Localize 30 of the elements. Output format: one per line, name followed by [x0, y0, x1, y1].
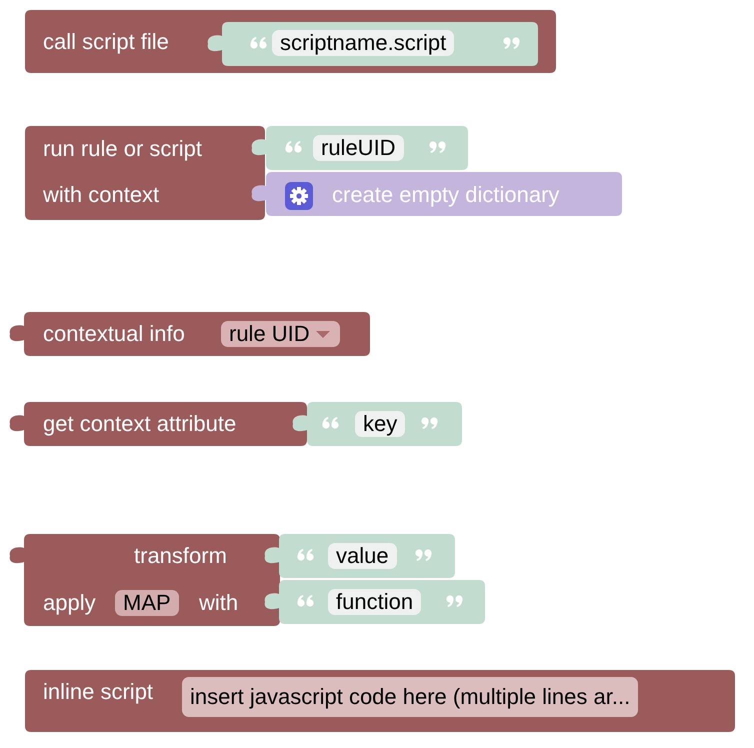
block-label: get context attribute: [43, 411, 236, 437]
block-label: call script file: [43, 29, 169, 55]
dictionary-block: [252, 172, 622, 216]
code-block: [10, 402, 307, 446]
dropdown: rule UID: [221, 321, 340, 347]
string-block: [208, 22, 538, 66]
block-label: inline script: [43, 679, 154, 705]
block-label: transform: [134, 543, 227, 569]
block-label: apply: [43, 590, 96, 616]
code-block: [10, 534, 280, 626]
string-block: [265, 534, 455, 578]
code-block: [10, 312, 370, 356]
block-label: create empty dictionary: [332, 182, 560, 208]
text-field: function: [328, 589, 422, 615]
text-field: scriptname.script: [272, 30, 454, 56]
block-label: with context: [43, 182, 160, 208]
text-field: value: [328, 543, 397, 569]
code-block: [25, 670, 735, 732]
block-label: with: [199, 590, 238, 616]
text-field: ruleUID: [313, 135, 404, 161]
code-input-field: insert javascript code here (multiple lines ar...: [182, 677, 638, 717]
block-label: contextual info: [43, 321, 185, 347]
code-block: [25, 10, 556, 73]
string-block: [252, 126, 468, 170]
block-label: run rule or script: [43, 136, 202, 162]
code-block: [25, 126, 265, 220]
string-block: [265, 580, 485, 624]
dropdown: MAP: [115, 590, 179, 616]
text-field: key: [355, 411, 406, 437]
string-block: [293, 402, 462, 446]
